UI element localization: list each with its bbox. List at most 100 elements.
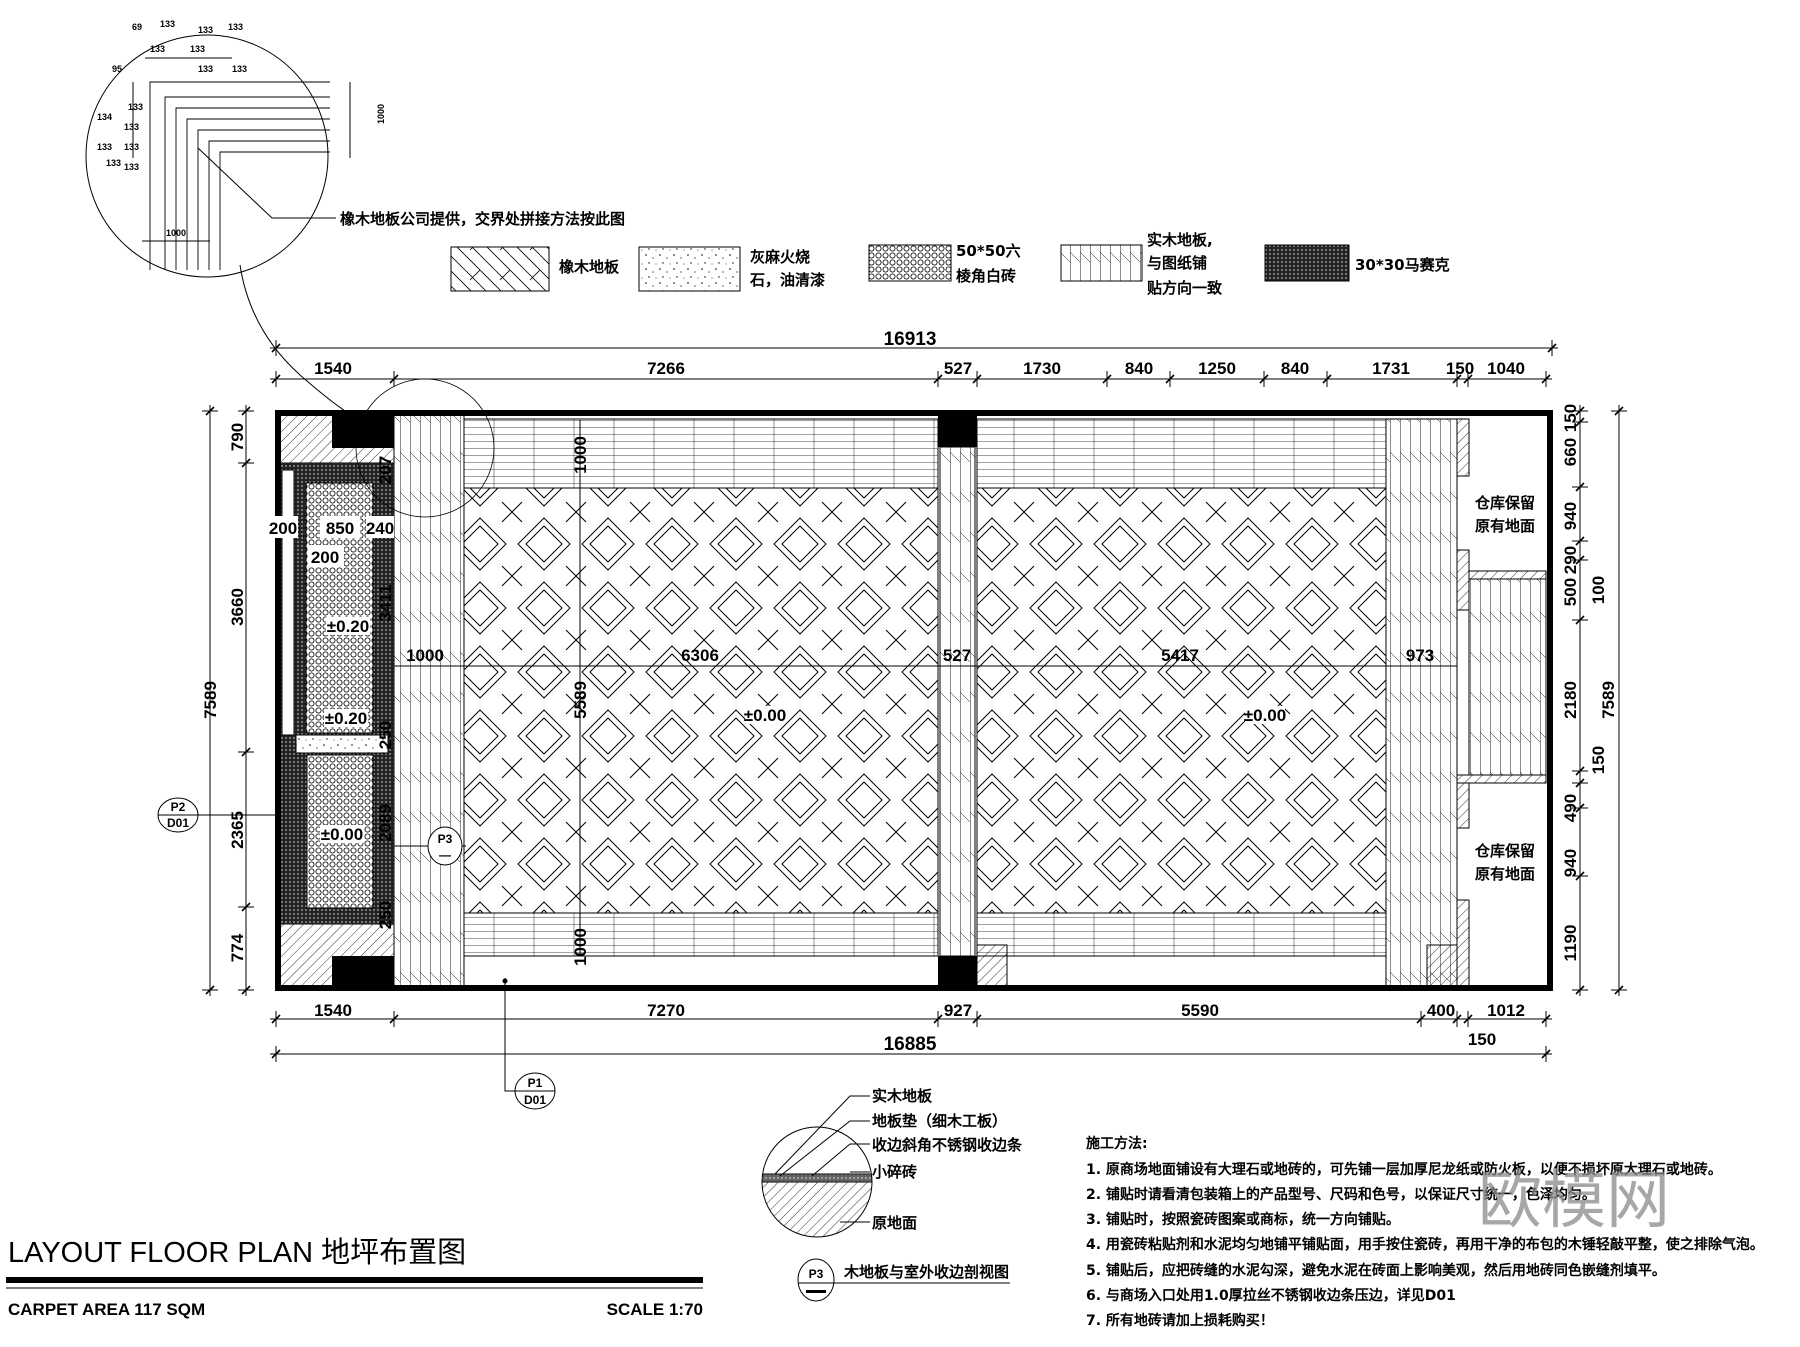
- detail-dim-1000-h: 1000: [166, 228, 186, 238]
- dim: 240: [366, 519, 394, 538]
- dim-line: [205, 985, 215, 995]
- dim-line: [1575, 766, 1585, 776]
- dim: 5589: [571, 681, 590, 719]
- section-label: 地板垫（细木工板）: [872, 1112, 1007, 1130]
- dim: 7270: [647, 1001, 685, 1020]
- dim: 100: [1589, 576, 1608, 604]
- left-dimensions: 790 3660 2365 774 7589: [201, 423, 247, 962]
- drawing-title: LAYOUT FLOOR PLAN 地坪布置图: [8, 1236, 466, 1269]
- section-tag: P3: [809, 1267, 824, 1281]
- dim: 1000: [406, 646, 444, 665]
- dim-line: [972, 1014, 982, 1024]
- wall-hatch: [976, 944, 1008, 991]
- watermark: 欧模网: [1478, 1164, 1670, 1238]
- detail-dim: 133: [124, 142, 139, 152]
- legend-item-oak: 橡木地板: [450, 246, 620, 292]
- wall-hatch: [1456, 899, 1470, 991]
- dim-line: [1575, 555, 1585, 565]
- dim-line: [241, 902, 251, 912]
- section-label: 实木地板: [872, 1087, 933, 1105]
- note-item: 5. 铺贴后，应把砖缝的水泥勾深，避免水泥在砖面上影响美观，然后用地砖同色嵌缝剂…: [1086, 1262, 1666, 1279]
- title-bar: [6, 1277, 703, 1283]
- detail-dim: 133: [124, 122, 139, 132]
- legend-label: 石，油清漆: [749, 271, 825, 289]
- dim-total: 16913: [884, 329, 937, 350]
- dim: 527: [944, 359, 972, 378]
- section-title: 木地板与室外收边剖视图: [843, 1263, 1009, 1281]
- room-label: 原有地面: [1475, 517, 1535, 535]
- drawing-scale: SCALE 1:70: [607, 1300, 703, 1319]
- detail-strip: [208, 140, 330, 270]
- solid-wood-strip: [1385, 418, 1458, 991]
- dim-line: [1541, 1014, 1551, 1024]
- detail-dim: 133: [128, 102, 143, 112]
- note-item: 3. 铺贴时，按照瓷砖图案或商标，统一方向铺贴。: [1086, 1211, 1400, 1228]
- callout-tag: P2: [171, 800, 186, 814]
- dim-line: [1614, 985, 1624, 995]
- dim: 774: [228, 933, 247, 962]
- callout-sheet: D01: [524, 1093, 546, 1107]
- construction-notes: 施工方法: 1. 原商场地面铺设有大理石或地砖的，可先铺一层加厚尼龙纸或防火板，…: [1086, 1135, 1764, 1329]
- notes-title: 施工方法:: [1086, 1135, 1148, 1152]
- dim: 1540: [314, 1001, 352, 1020]
- wood-band: [463, 912, 939, 957]
- detail-dim: 133: [198, 64, 213, 74]
- section-label: 原地面: [872, 1214, 917, 1232]
- dim-total: 7589: [201, 681, 220, 719]
- dim: 200: [311, 548, 339, 567]
- dim: 1190: [1561, 925, 1580, 962]
- dim-line: [1322, 374, 1332, 384]
- dim: 400: [1427, 1001, 1455, 1020]
- wall-hatch: [1468, 570, 1547, 580]
- dim: 150: [1561, 404, 1580, 432]
- legend-label: 贴方向一致: [1147, 279, 1223, 297]
- dim-line: [1541, 374, 1551, 384]
- legend-item-hex-tile: 50*50六 棱角白砖: [868, 242, 1021, 285]
- column: [332, 956, 394, 990]
- note-item: 1. 原商场地面铺设有大理石或地砖的，可先铺一层加厚尼龙纸或防火板，以便不损坏原…: [1086, 1161, 1722, 1178]
- note-item: 7. 所有地砖请加上损耗购买！: [1086, 1312, 1274, 1329]
- dim: 850: [326, 519, 354, 538]
- level-mark: ±0.00: [744, 706, 786, 725]
- dim: 150: [1446, 359, 1474, 378]
- detail-dim: 133: [228, 22, 243, 32]
- dim-line: [1575, 406, 1585, 416]
- dim: 250: [376, 901, 395, 929]
- bottom-dimensions: 1540 7270 927 5590 400 1012 150 16885: [314, 1001, 1525, 1055]
- dim-line: [1575, 615, 1585, 625]
- detail-strip: [149, 81, 330, 270]
- callout-p1[interactable]: P1 D01: [502, 978, 556, 1110]
- dim-line: [1452, 1014, 1462, 1024]
- detail-dim: 95: [112, 64, 122, 74]
- wall-hatch: [1456, 774, 1547, 784]
- wall-hatch: [1456, 418, 1470, 477]
- outer-wall: [275, 410, 1553, 991]
- detail-dim: 133: [232, 64, 247, 74]
- dim: 973: [1406, 646, 1434, 665]
- wall-hatch: [1426, 944, 1458, 991]
- legend-label: 灰麻火烧: [750, 248, 810, 266]
- legend: 橡木地板 灰麻火烧 石，油清漆 50*50六 棱角白砖 实木地板, 与图纸铺 贴…: [450, 231, 1450, 297]
- detail-dim: 133: [198, 25, 213, 35]
- dim: 790: [228, 423, 247, 451]
- oak-parquet: [976, 487, 1387, 914]
- detail-dim: 134: [97, 112, 112, 122]
- callout-p2[interactable]: P2 D01: [157, 797, 276, 833]
- legend-label: 实木地板,: [1147, 231, 1213, 249]
- dim: 1000: [571, 928, 590, 966]
- storage-room-1: 仓库保留 原有地面: [1474, 494, 1535, 535]
- legend-item-mosaic: 30*30马赛克: [1264, 244, 1450, 282]
- legend-label: 与图纸铺: [1147, 254, 1207, 272]
- dim: 2180: [1561, 681, 1580, 719]
- dim: 1250: [1198, 359, 1236, 378]
- dim: 2365: [228, 811, 247, 849]
- detail-dim: 133: [124, 162, 139, 172]
- solid-wood-strip: [393, 410, 465, 991]
- dim-line: [389, 374, 399, 384]
- room-label: 原有地面: [1475, 865, 1535, 883]
- dim: 1540: [314, 359, 352, 378]
- column: [938, 411, 977, 447]
- callout-p3[interactable]: P3 —: [394, 826, 466, 866]
- detail-dim: 133: [160, 19, 175, 29]
